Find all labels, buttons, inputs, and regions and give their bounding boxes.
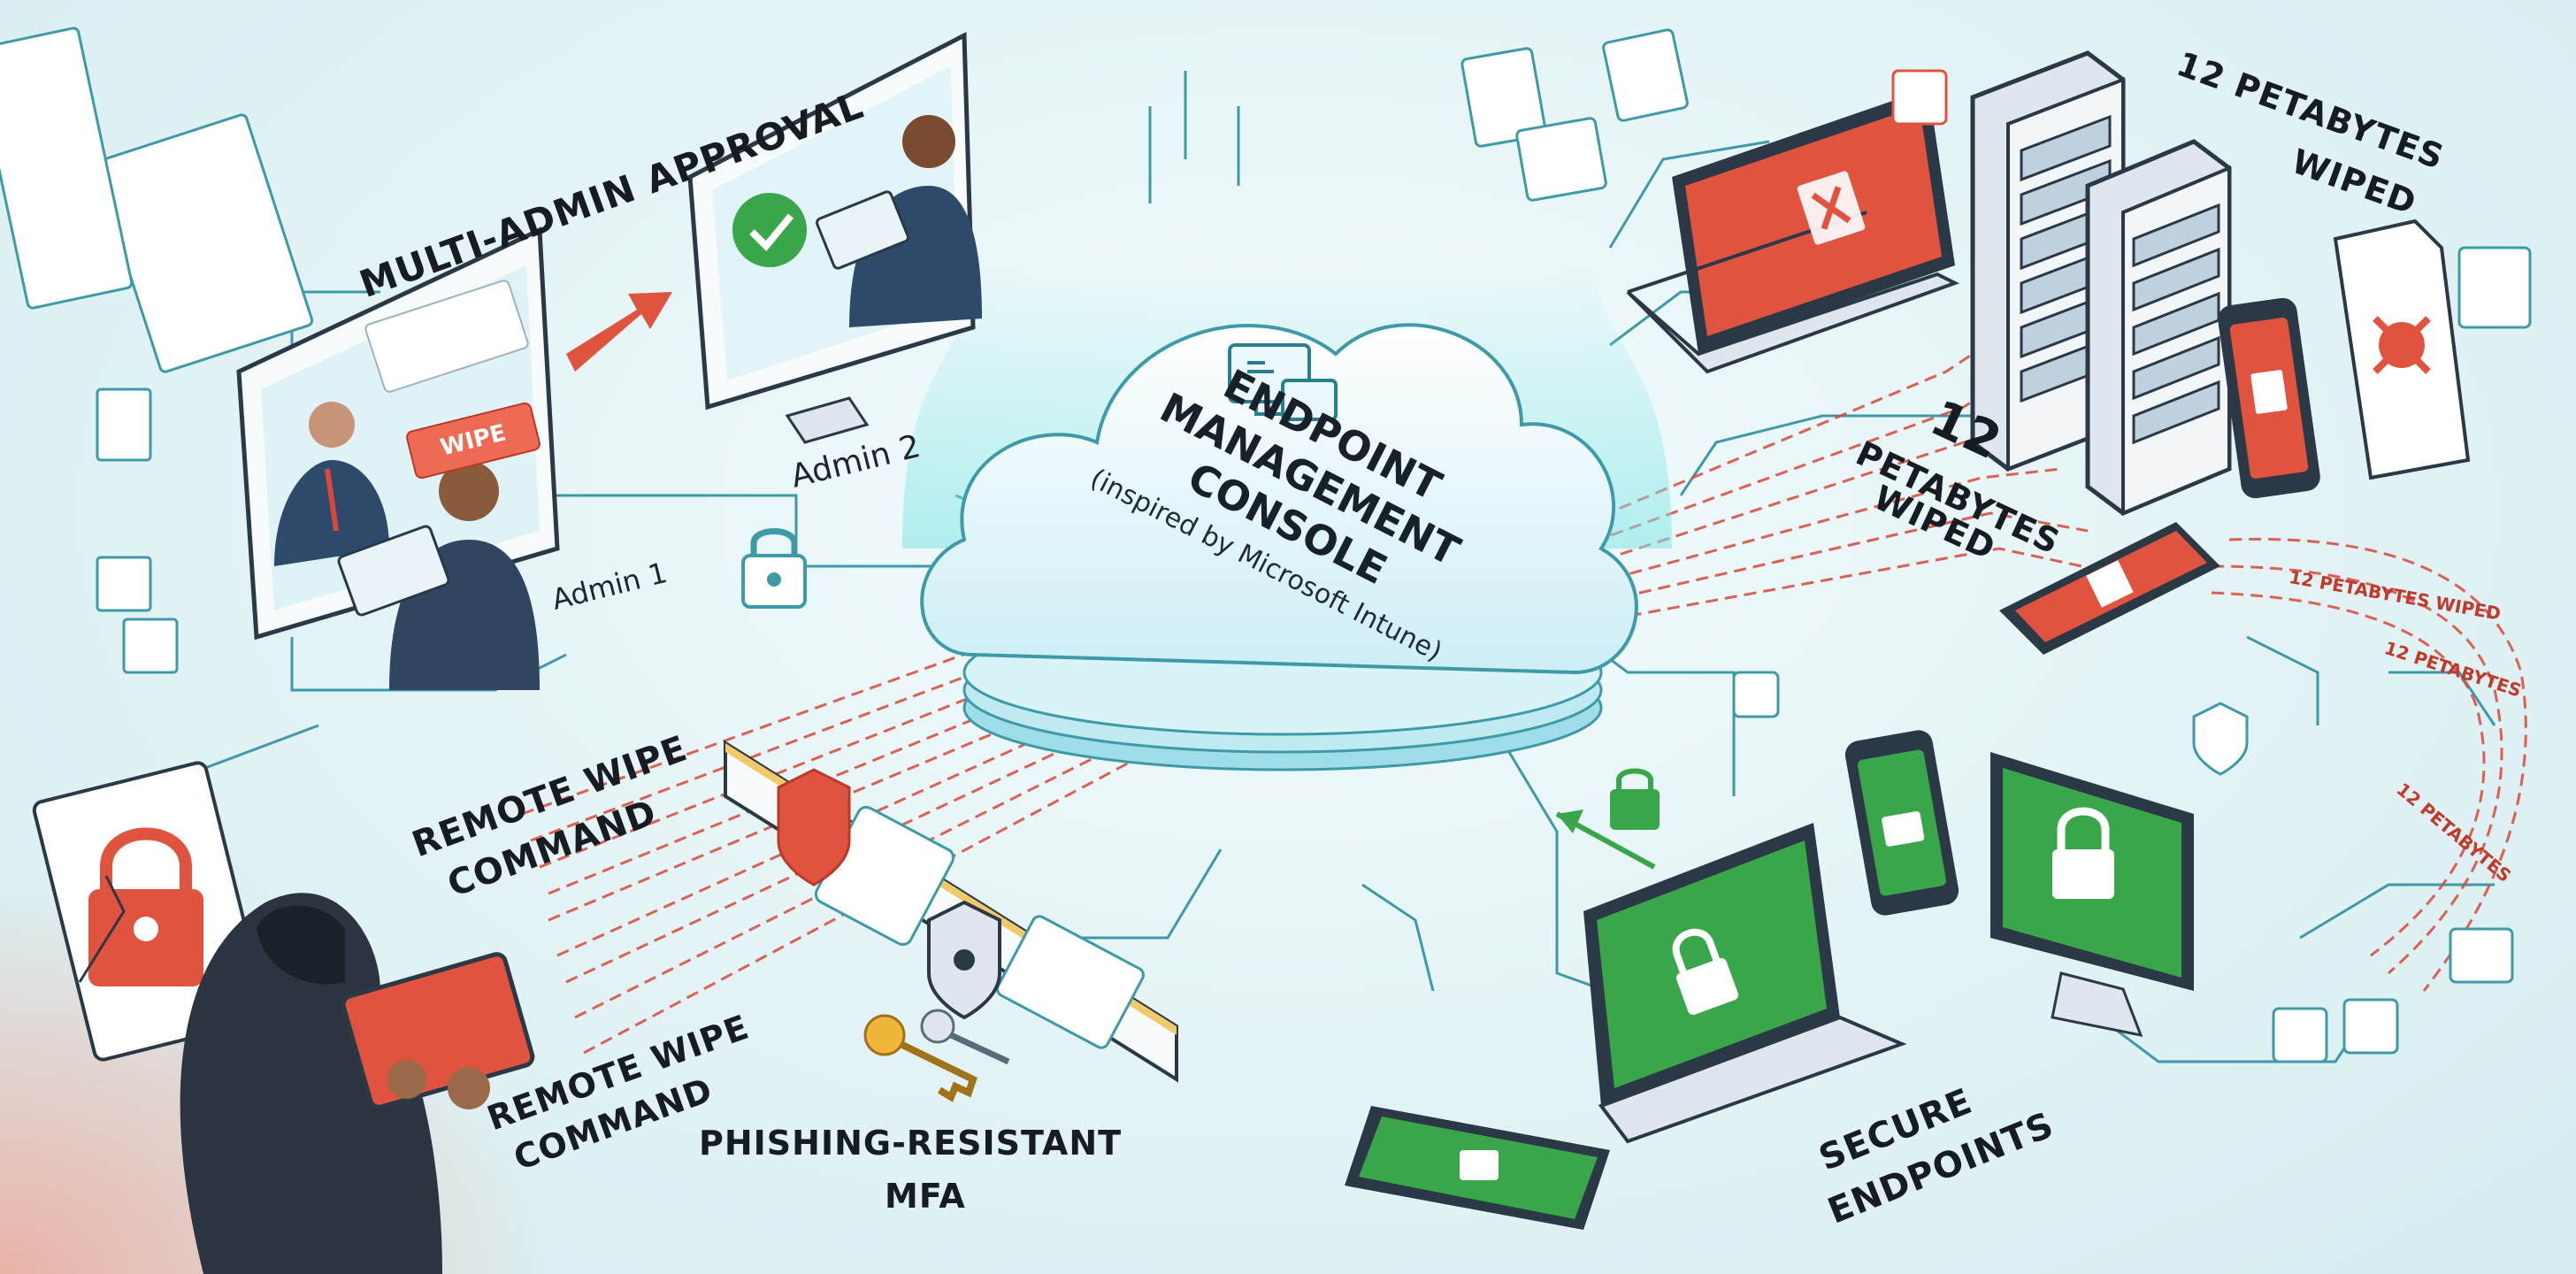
green-padlock-small — [1610, 768, 1660, 830]
secure-tablet — [1345, 1106, 1610, 1230]
wiped-document — [2333, 219, 2471, 480]
secure-monitor — [1990, 752, 2194, 1038]
admin-2-monitor — [687, 31, 982, 444]
wiped-phone-upright — [2218, 297, 2320, 499]
mfa-panel — [724, 740, 1178, 1083]
secure-phone — [1844, 730, 1959, 916]
hooded-attacker — [180, 893, 535, 1274]
admin-1-person — [337, 461, 540, 690]
admin-1-monitor — [236, 226, 560, 641]
endpoint-management-cloud — [902, 265, 1672, 771]
wiped-phone-flat — [1999, 522, 2220, 655]
security-keys — [863, 1009, 1010, 1102]
top-right-files — [1460, 28, 2532, 329]
left-ui-panels — [0, 27, 314, 674]
bottom-right-icons — [1732, 671, 2514, 1063]
mfa-label: MFA — [885, 1177, 966, 1216]
left-padlock — [741, 528, 807, 609]
phishing-resistant-label: PHISHING-RESISTANT — [699, 1124, 1123, 1163]
secure-laptop — [1583, 823, 1907, 1144]
server-rack-2 — [2085, 139, 2232, 516]
approval-arrow — [566, 292, 672, 372]
wiped-laptop — [1626, 88, 1960, 374]
